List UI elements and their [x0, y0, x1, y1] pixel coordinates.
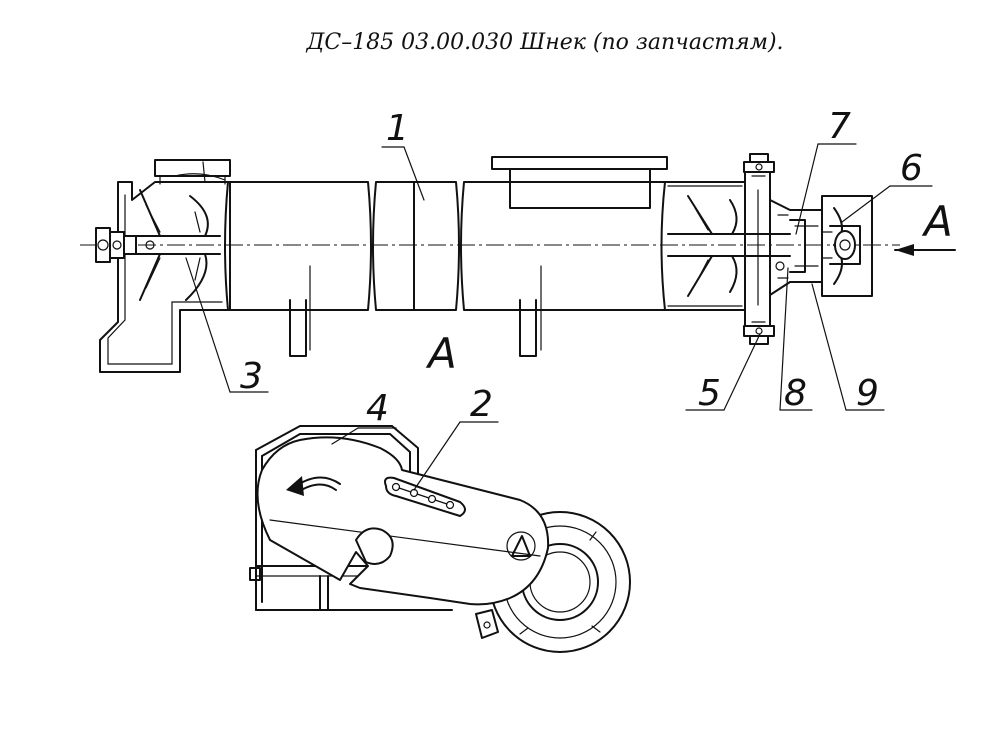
- auger-assembly-side-view: [80, 153, 956, 373]
- tube-section-right: [460, 181, 666, 311]
- callout-4: 4: [366, 388, 389, 429]
- callout-2: 2: [470, 384, 493, 425]
- discharge-tube: [660, 181, 746, 311]
- section-label-a: А: [425, 329, 457, 378]
- guard-cutout: [355, 527, 394, 565]
- tube-section-left: [224, 181, 372, 311]
- left-top-cover: [154, 159, 231, 177]
- callout-3: 3: [240, 356, 263, 397]
- callout-1: 1: [386, 108, 409, 149]
- drive-sprocket-box: [821, 195, 873, 297]
- bearing-housing: [769, 199, 823, 296]
- callout-8: 8: [784, 373, 807, 414]
- rotation-arrow: [286, 476, 341, 496]
- callout-leaders-top: [185, 143, 933, 411]
- view-label-a: А: [921, 197, 953, 246]
- callout-5: 5: [698, 373, 721, 414]
- drawing-title: ДС–185 03.00.030 Шнек (по запчастям).: [306, 30, 784, 55]
- right-screw-flight: [687, 195, 738, 297]
- left-screw-flight: [139, 189, 209, 301]
- chain-slot: [384, 476, 466, 517]
- hub-marking: [506, 531, 536, 561]
- left-housing: [99, 181, 231, 373]
- callout-9: 9: [856, 373, 879, 414]
- tensioner-bracket: [475, 609, 499, 639]
- callout-leaders-bottom: [331, 421, 499, 491]
- inlet-flange: [491, 156, 668, 170]
- callout-6: 6: [900, 148, 923, 189]
- left-housing-inner: [107, 194, 223, 365]
- chain-guard-cover: [256, 436, 550, 606]
- view-arrow-a: [894, 244, 956, 256]
- chain-drive-view: [249, 425, 631, 653]
- callout-7: 7: [828, 106, 851, 147]
- tube-section-middle: [372, 181, 460, 311]
- support-bracket-right: [519, 265, 542, 357]
- support-bracket-left: [289, 265, 311, 357]
- end-flange: [743, 153, 775, 345]
- left-end-nut: [95, 227, 137, 263]
